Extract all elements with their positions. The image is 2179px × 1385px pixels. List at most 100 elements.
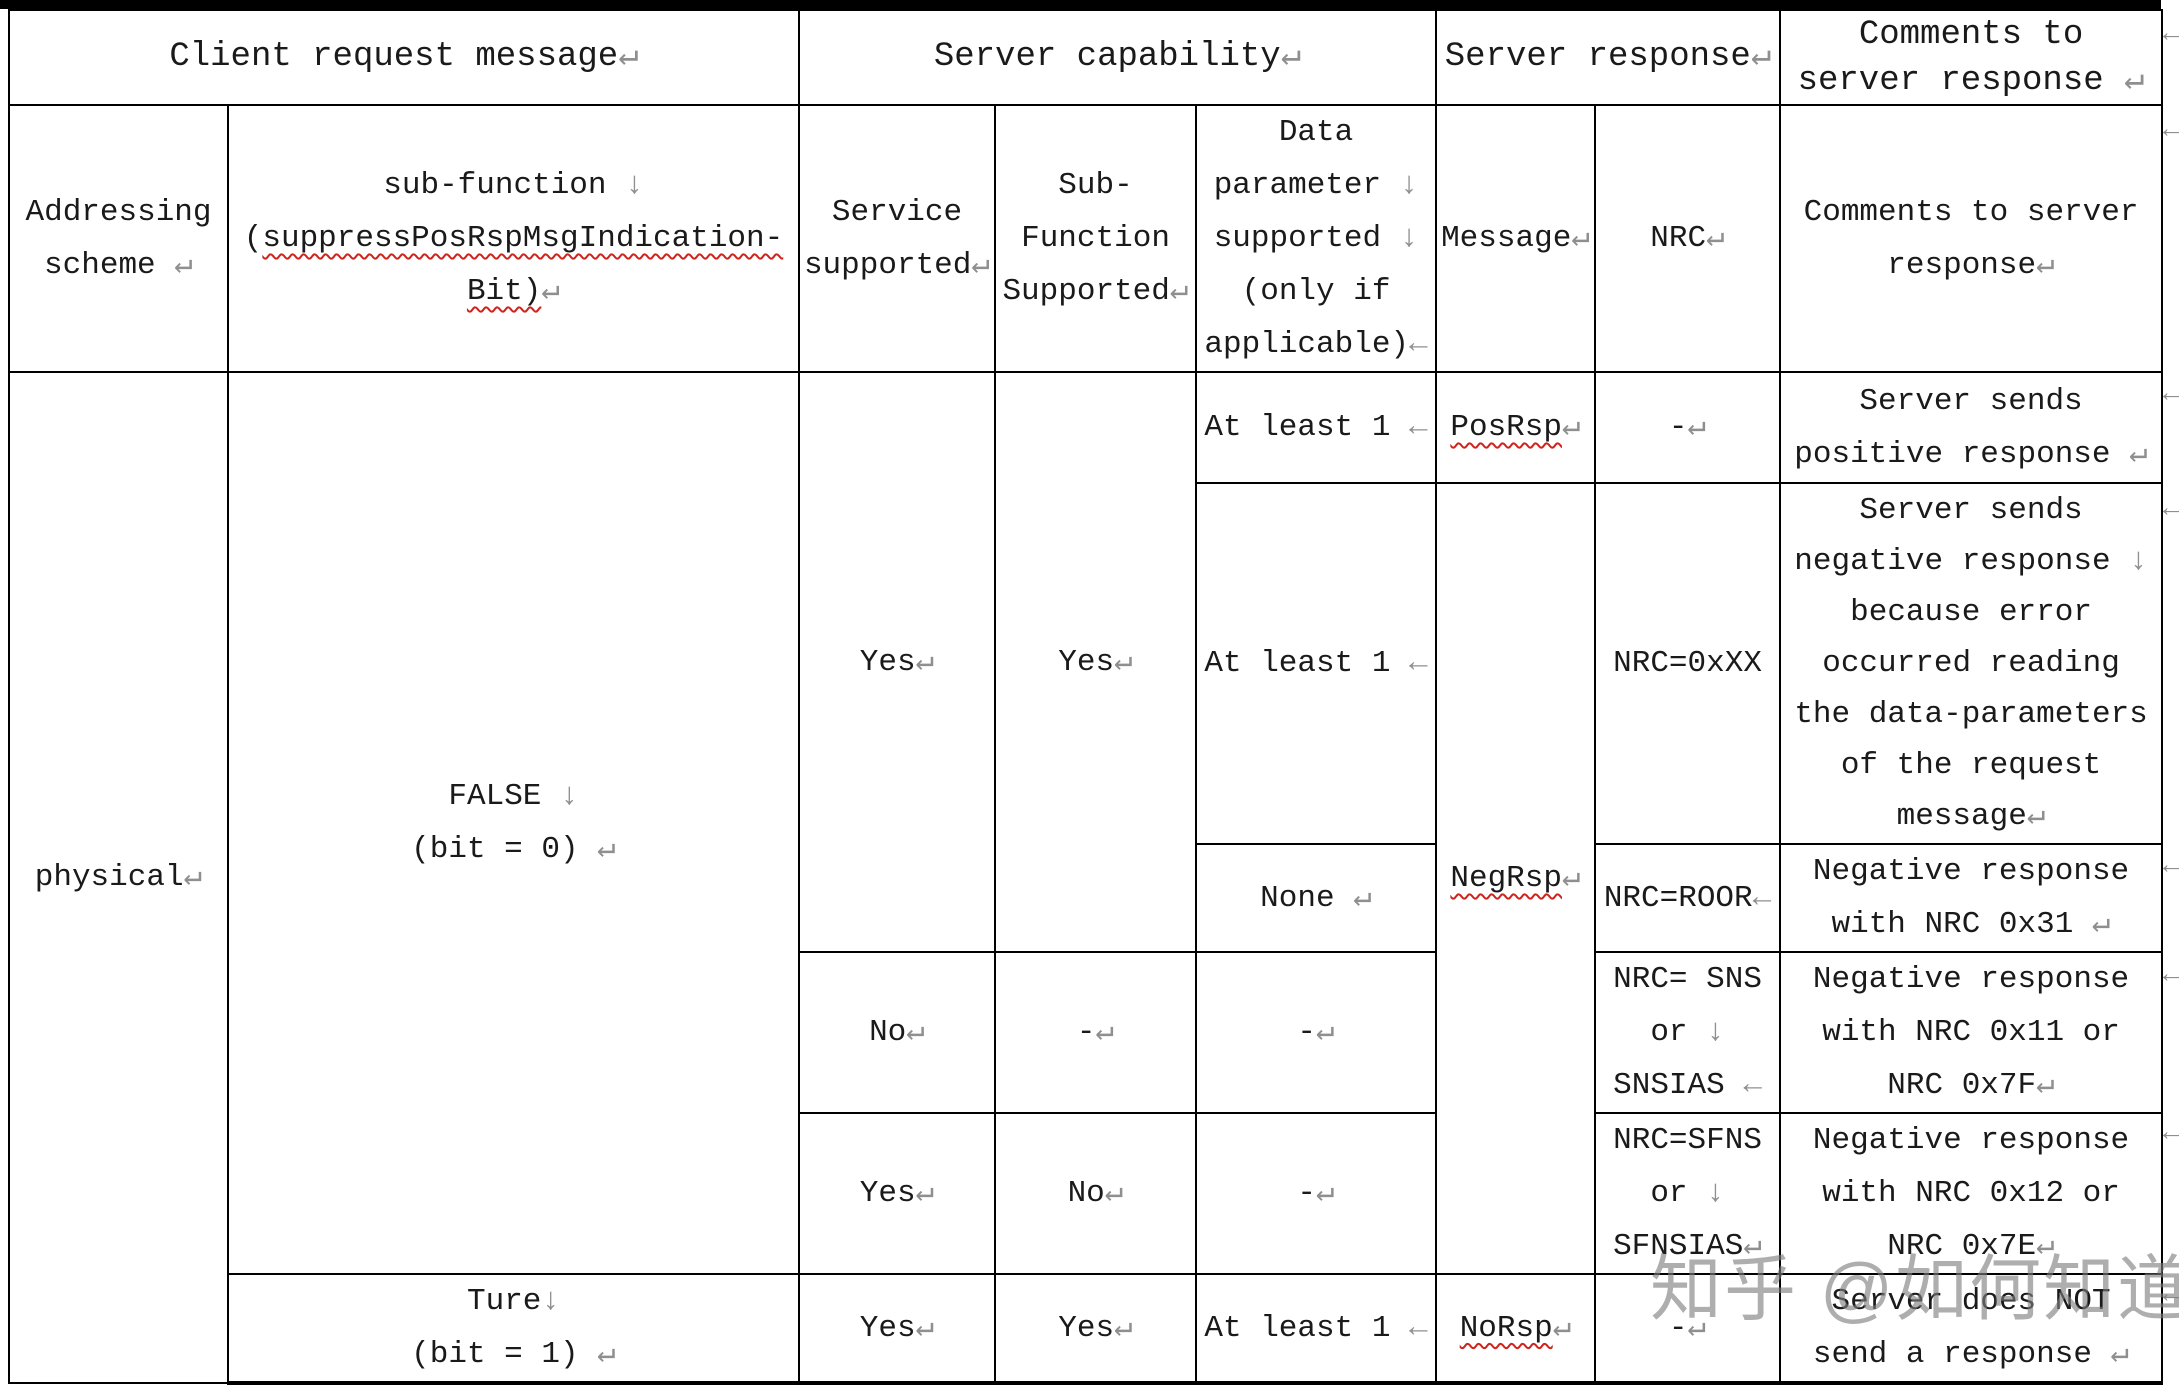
cell-dataparam-atleast1-r3: At least 1 ← [1195, 371, 1438, 484]
spellcheck-underline: suppressPosRspMsgIndication- [262, 221, 784, 256]
cell-nrc-dash-r3: -↵ [1594, 371, 1782, 484]
cell-comment-r7: Negative response with NRC 0x12 or NRC 0… [1779, 1112, 2164, 1275]
cell-nrc-0xxx: NRC=0xXX [1594, 482, 1782, 845]
rowend-mark: ← [2163, 852, 2179, 882]
wrap-mark: ← [1390, 410, 1428, 445]
pilcrow-mark: ↵ [578, 832, 616, 867]
h1-comments: Comments to server response ↵ [1779, 9, 2164, 106]
cell-comment-r3: Server sends positive response ↵ [1779, 371, 2164, 484]
linebreak-mark: ↓ [1687, 1176, 1725, 1211]
rowend-mark: ← [2163, 1119, 2179, 1149]
cell-subfunc-yes-1: Yes↵ [994, 371, 1198, 953]
cell-nrc-sfns: NRC=SFNS or ↓ SFNSIAS↵ [1594, 1112, 1782, 1275]
cell-message-posrsp: PosRsp↵ [1435, 371, 1597, 484]
pilcrow-mark: ↵ [2103, 61, 2145, 100]
pilcrow-mark: ↵ [1104, 1176, 1124, 1211]
pilcrow-mark: ↵ [2026, 799, 2046, 834]
pilcrow-mark: ↵ [1687, 410, 1707, 445]
cell-subfunction-ture: Ture↓ (bit = 1) ↵ [226, 1273, 801, 1385]
pilcrow-mark: ↵ [541, 274, 561, 309]
cell-comment-r4: Server sends negative response ↓ because… [1779, 482, 2164, 845]
spellcheck-underline: Bit) [466, 274, 542, 309]
pilcrow-mark: ↵ [2036, 1229, 2055, 1264]
h2-sub-function: sub-function ↓ (suppressPosRspMsgIndicat… [226, 104, 801, 373]
pilcrow-mark: ↵ [1552, 1310, 1572, 1346]
spellcheck-underline: NoRsp [1459, 1310, 1553, 1346]
cell-message-norsp: NoRsp↵ [1435, 1273, 1597, 1385]
pilcrow-mark: ↵ [1571, 221, 1590, 256]
pilcrow-mark: ↵ [1280, 38, 1302, 76]
pilcrow-mark: ↵ [1114, 644, 1133, 680]
pilcrow-mark: ↵ [1114, 1310, 1133, 1346]
cell-service-yes-2: Yes↵ [798, 1112, 997, 1275]
pilcrow-mark: ↵ [971, 247, 991, 283]
pilcrow-mark: ↵ [2091, 1337, 2130, 1372]
cell-subfunc-no: No↵ [994, 1112, 1198, 1275]
rowend-mark: ← [2163, 961, 2179, 991]
cell-comment-r6: Negative response with NRC 0x11 or NRC 0… [1779, 951, 2164, 1114]
pilcrow-mark: ↵ [1743, 1229, 1762, 1264]
cell-service-no: No↵ [798, 951, 997, 1114]
pilcrow-mark: ↵ [915, 1310, 935, 1346]
pilcrow-mark: ↵ [1095, 1015, 1115, 1050]
pilcrow-mark: ↵ [155, 247, 193, 283]
h2-service-supported: Service supported↵ [798, 104, 997, 373]
rowend-mark: ← [2163, 495, 2179, 525]
pilcrow-mark: ↵ [2073, 907, 2111, 942]
cell-dataparam-dash-r6: -↵ [1195, 951, 1438, 1114]
pilcrow-mark: ↵ [1706, 221, 1725, 256]
cell-subfunc-dash: -↵ [994, 951, 1198, 1114]
h2-message: Message↵ [1435, 104, 1597, 373]
rowend-mark: ← [2163, 380, 2179, 410]
pilcrow-mark: ↵ [915, 1176, 935, 1211]
pilcrow-mark: ↵ [618, 38, 639, 76]
pilcrow-mark: ↵ [915, 644, 935, 680]
pilcrow-mark: ↵ [1334, 880, 1372, 916]
rowend-mark: ← [2163, 1281, 2179, 1311]
pilcrow-mark: ↵ [1562, 410, 1581, 445]
h1-server-response: Server response↵ [1435, 9, 1782, 106]
pilcrow-mark: ↵ [1750, 38, 1772, 76]
h2-nrc: NRC↵ [1594, 104, 1782, 373]
wrap-mark: ← [1390, 1310, 1428, 1346]
spellcheck-underline: PosRsp [1450, 410, 1562, 445]
pilcrow-mark: ↵ [1687, 1310, 1707, 1346]
cell-dataparam-dash-r7: -↵ [1195, 1112, 1438, 1275]
h1-server-capability: Server capability↵ [798, 9, 1438, 106]
pilcrow-mark: ↵ [183, 860, 203, 895]
table-top-border [0, 0, 2161, 9]
pilcrow-mark: ↵ [906, 1015, 925, 1050]
wrap-mark: ← [1409, 327, 1428, 362]
pilcrow-mark: ↵ [1562, 861, 1581, 896]
linebreak-mark: ↓ [541, 779, 579, 814]
uds-server-response-table: Client request message↵ Server capabilit… [7, 9, 2164, 1385]
linebreak-mark: ↓ [1687, 1015, 1725, 1050]
h2-sub-function-supported: Sub- Function Supported↵ [994, 104, 1198, 373]
cell-subfunction-false: FALSE ↓ (bit = 0) ↵ [226, 371, 801, 1275]
linebreak-mark: ↓ [1381, 168, 1419, 203]
wrap-mark: ← [1752, 880, 1772, 916]
cell-service-yes-3: Yes↵ [798, 1273, 997, 1385]
h1-client-request-message: Client request message↵ [7, 9, 801, 106]
h2-addressing-scheme: Addressing scheme ↵ [8, 104, 229, 373]
cell-nrc-sns: NRC= SNS or ↓ SNSIAS ← [1594, 951, 1782, 1114]
cell-comment-r5: Negative response with NRC 0x31 ↵ [1779, 843, 2164, 953]
linebreak-mark: ↓ [606, 168, 644, 203]
pilcrow-mark: ↵ [1315, 1176, 1335, 1211]
linebreak-mark: ↓ [1381, 221, 1419, 256]
cell-service-yes-1: Yes↵ [798, 371, 997, 953]
cell-nrc-roor: NRC=ROOR← [1594, 843, 1782, 953]
spellcheck-underline: NegRsp [1450, 861, 1562, 896]
linebreak-mark: ↓ [541, 1284, 561, 1319]
rowend-mark: ← [2163, 116, 2179, 146]
h2-comments: Comments to server response↵ [1779, 104, 2164, 373]
cell-comment-r8: Server does NOT send a response ↵ [1779, 1273, 2164, 1385]
pilcrow-mark: ↵ [2036, 1068, 2055, 1103]
wrap-mark: ← [1724, 1068, 1762, 1103]
cell-message-negrsp: NegRsp↵ [1435, 482, 1597, 1275]
pilcrow-mark: ↵ [2036, 247, 2055, 283]
linebreak-mark: ↓ [2110, 544, 2148, 579]
pilcrow-mark: ↵ [1315, 1015, 1335, 1050]
pilcrow-mark: ↵ [1169, 274, 1189, 309]
